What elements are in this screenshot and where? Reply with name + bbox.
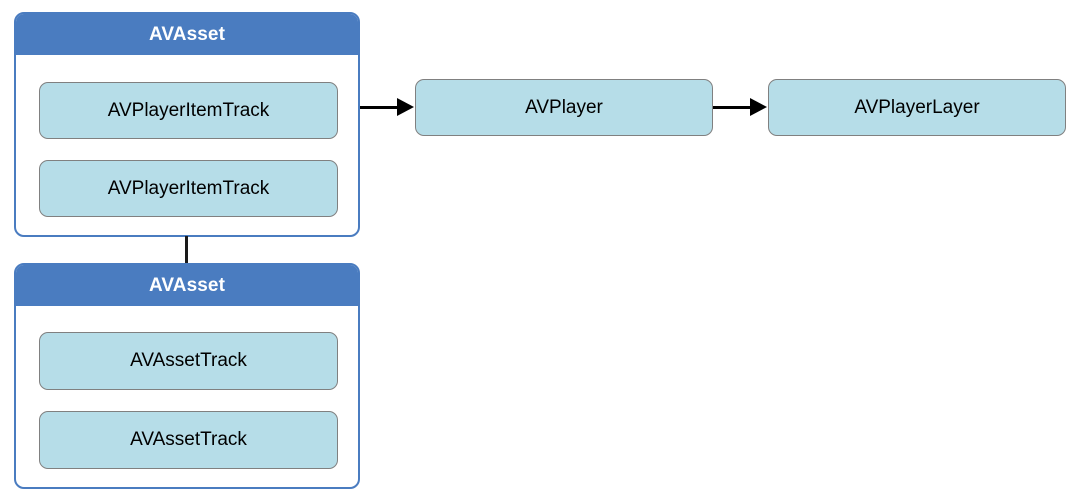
node-label: AVPlayerLayer [854, 96, 980, 118]
connector-playeritem-to-asset [185, 236, 188, 264]
container-body: AVPlayerItemTrack AVPlayerItemTrack [16, 55, 358, 235]
track-label: AVPlayerItemTrack [107, 99, 270, 121]
node-label: AVPlayer [525, 96, 603, 118]
track-item-avassettrack-1[interactable]: AVAssetTrack [39, 332, 338, 390]
node-avplayer[interactable]: AVPlayer [415, 79, 713, 136]
track-item-avplayeritemtrack-2[interactable]: AVPlayerItemTrack [39, 160, 338, 217]
avasset-playeritem-container[interactable]: AVAsset AVPlayerItemTrack AVPlayerItemTr… [14, 12, 360, 237]
container-body: AVAssetTrack AVAssetTrack [16, 306, 358, 487]
track-label: AVAssetTrack [130, 429, 247, 450]
track-item-avassettrack-2[interactable]: AVAssetTrack [39, 411, 338, 469]
track-label: AVPlayerItemTrack [107, 177, 270, 199]
arrow-asset-to-player-head [397, 98, 414, 116]
arrow-asset-to-player-line [360, 106, 400, 109]
track-item-avplayeritemtrack-1[interactable]: AVPlayerItemTrack [39, 82, 338, 139]
arrow-player-to-layer-line [713, 106, 753, 109]
node-avplayerlayer[interactable]: AVPlayerLayer [768, 79, 1066, 136]
arrow-player-to-layer-head [750, 98, 767, 116]
track-label: AVAssetTrack [130, 350, 247, 371]
container-header-title: AVAsset [16, 265, 358, 306]
container-header-title: AVAsset [16, 14, 358, 55]
avasset-asset-container[interactable]: AVAsset AVAssetTrack AVAssetTrack [14, 263, 360, 489]
